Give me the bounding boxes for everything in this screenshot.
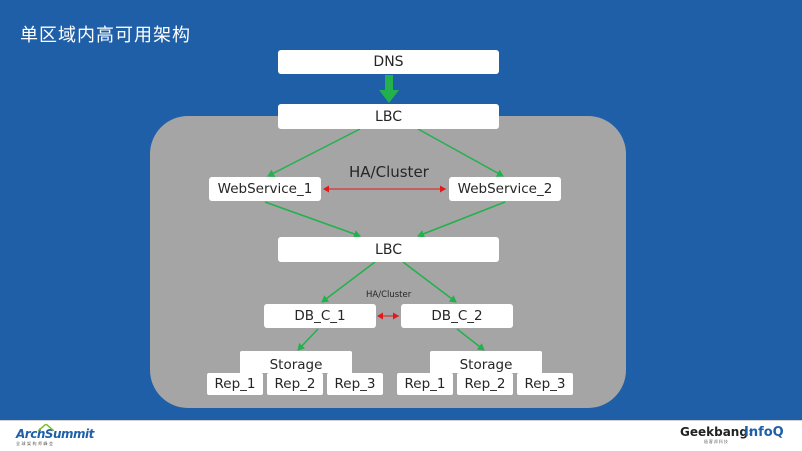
db1-to-storage-edge — [297, 328, 319, 351]
lbc-mid-node: LBC — [278, 237, 499, 262]
archsummit-logo: ArchSummit 全球架构师峰会 — [16, 424, 94, 447]
storage-1-rep-2: Rep_2 — [267, 373, 323, 395]
cluster-region — [150, 116, 626, 408]
db-c-1-node: DB_C_1 — [264, 304, 376, 328]
slide-canvas: 单区域内高可用架构 — [0, 0, 802, 421]
lbc-to-ws2-edge — [417, 128, 504, 177]
archsummit-subtitle: 全球架构师峰会 — [16, 441, 55, 446]
storage-1-rep-1: Rep_1 — [207, 373, 263, 395]
connector-layer — [264, 75, 506, 351]
infoq-logo: InfoQ — [744, 425, 784, 440]
db-c-2-node: DB_C_2 — [401, 304, 513, 328]
ws2-to-lbc-edge — [417, 201, 506, 238]
geekbang-subtitle: 极客邦科技 — [703, 439, 729, 444]
lbc-to-db1-edge — [321, 261, 376, 303]
lbc-to-db2-edge — [402, 261, 457, 303]
storage-1-node: Storage — [240, 351, 352, 373]
archsummit-roof-icon — [38, 424, 54, 431]
storage-2-rep-2: Rep_2 — [457, 373, 513, 395]
storage-2-node: Storage — [430, 351, 542, 373]
geekbang-x-icon: › — [747, 425, 753, 439]
db2-to-storage-edge — [456, 328, 485, 351]
ha-cluster-label-db: HA/Cluster — [366, 290, 412, 300]
geekbang-wordmark: Geekbang — [680, 425, 748, 439]
ws1-to-lbc-edge — [264, 201, 361, 238]
storage-2-rep-3: Rep_3 — [517, 373, 573, 395]
storage-1-rep-3: Rep_3 — [327, 373, 383, 395]
storage-2-rep-1: Rep_1 — [397, 373, 453, 395]
geekbang-logo: Geekbang› 极客邦科技 — [680, 425, 753, 445]
webservice-1-node: WebService_1 — [209, 177, 321, 201]
lbc-top-node: LBC — [278, 104, 499, 129]
archsummit-wordmark: ArchSummit — [16, 427, 94, 441]
slide-title: 单区域内高可用架构 — [20, 25, 191, 46]
footer-bar — [0, 421, 802, 451]
dns-node: DNS — [278, 50, 499, 74]
webservice-2-node: WebService_2 — [449, 177, 561, 201]
lbc-to-ws1-edge — [267, 128, 361, 177]
ha-cluster-label-top: HA/Cluster — [349, 163, 429, 181]
dns-to-lbc-arrow — [379, 75, 399, 103]
